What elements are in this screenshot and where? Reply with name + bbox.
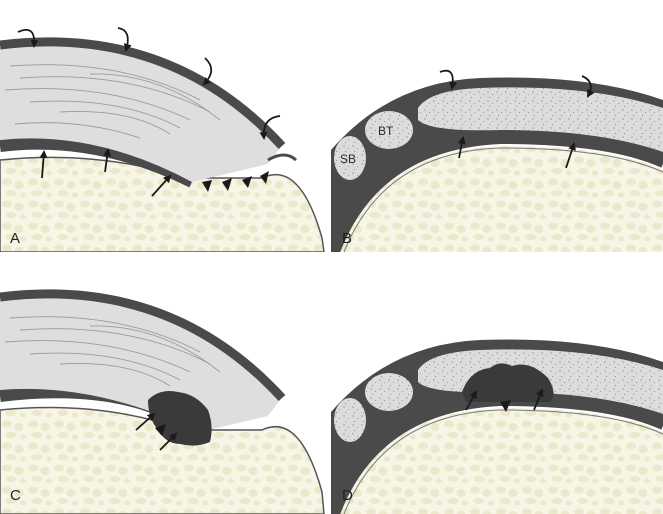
articular-line [343,147,663,252]
arrow [565,142,576,169]
panel-a: A [0,27,325,252]
arrowhead [260,171,269,184]
sb-label: SB [340,152,356,166]
panel-label-a: A [10,230,20,247]
outer-tendon-surface [0,37,286,150]
articular-line [343,409,663,514]
humeral-head-bone [0,406,325,514]
tendon-fibers [4,64,221,139]
arrowhead [222,178,232,191]
arrowhead [202,180,212,192]
curved-arrow [17,28,39,48]
curved-arrow [202,57,213,86]
bt-structure [365,111,413,149]
bt-structure [365,373,413,411]
arrow [135,412,156,431]
insertion-edge [267,153,298,162]
panel-c: C [0,289,325,514]
arrow [151,174,172,197]
tendon-lesion [462,363,554,402]
straight-arrows [135,412,178,451]
arrow [103,148,112,173]
sb-structure [334,398,366,442]
straight-arrows [39,148,172,197]
arrowhead [155,424,166,436]
humeral-head-bone [340,408,663,514]
curved-arrow [259,115,281,140]
tendon-lesion [148,391,212,446]
bone-cortex [0,137,195,188]
panel-label-b: B [342,230,352,247]
sb-structure [334,136,366,180]
arrow [159,432,178,451]
curved-arrow [439,69,458,90]
panel-label-c: C [10,487,21,504]
straight-arrows [457,136,576,169]
tendon-fibers [4,316,221,387]
arrowheads [202,171,269,192]
curved-arrows [439,69,595,98]
curved-arrows [17,27,281,140]
arrow [465,390,477,411]
outer-tendon-surface [0,289,286,402]
curved-arrow [581,75,595,98]
bt-label: BT [378,124,394,138]
curved-arrow [117,27,132,52]
stippled-tendon [418,87,663,152]
arrowhead [500,400,511,412]
straight-arrows [465,388,544,411]
arrow [39,150,48,179]
rotator-cuff-tendon [0,45,280,183]
panel-d: D [331,339,663,514]
arrow [533,388,544,411]
arrowhead [242,176,252,188]
panel-label-d: D [342,487,353,504]
arrow [457,136,466,159]
rotator-cuff-tendon [0,297,280,432]
humeral-head-bone [340,146,663,252]
panel-b: BT SB B [331,69,663,252]
